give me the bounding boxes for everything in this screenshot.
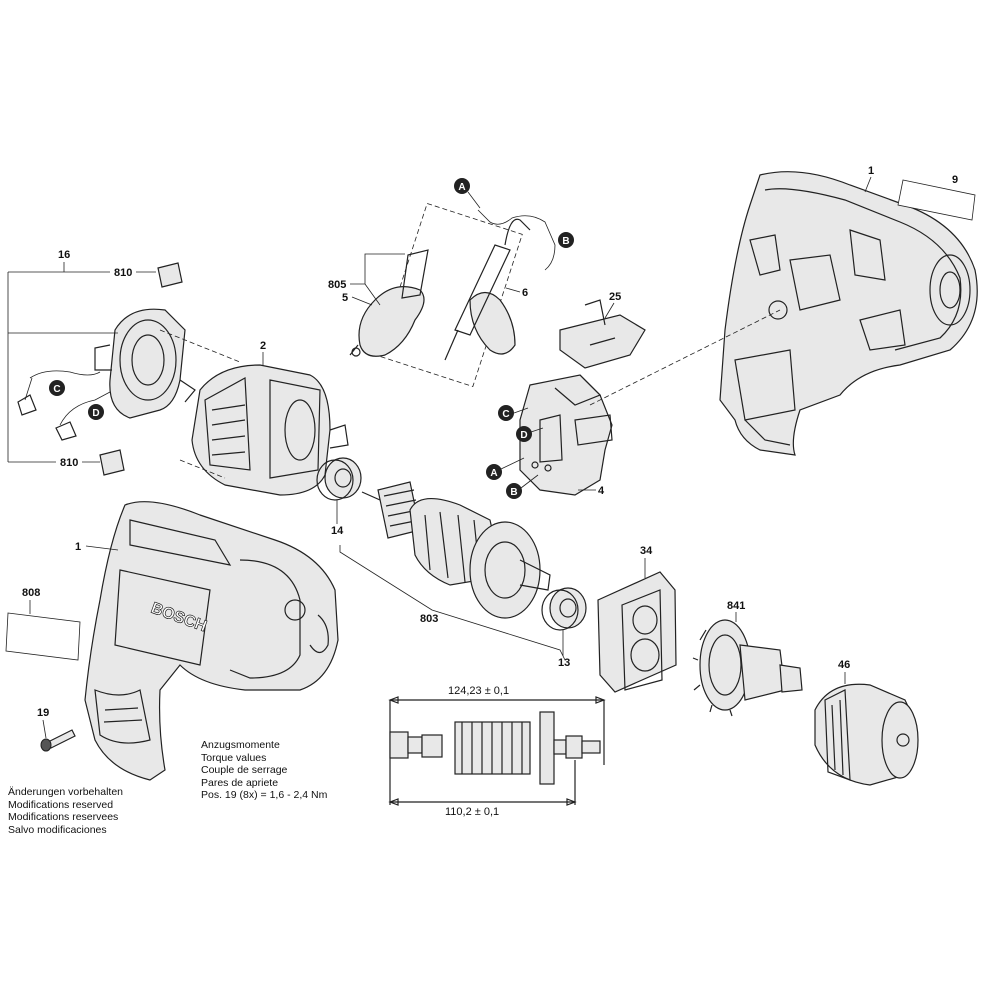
switch-lever-part-25 [559,299,646,369]
label-part-46: 46 [838,659,850,671]
bearing-part-14 [316,457,362,501]
svg-text:C: C [502,409,509,420]
torque-note-line: Pos. 19 (8x) = 1,6 - 2,4 Nm [201,789,328,801]
svg-text:D: D [520,430,527,441]
stator-field-part-2 [191,364,349,496]
label-part-9: 9 [952,174,958,186]
modifications-note-line: Modifications reservees [8,811,119,823]
part-808-label-tag [5,612,81,661]
label-part-4: 4 [598,485,605,497]
bearing-plate-part-34 [597,571,677,693]
connector-callout-a-switch: A [486,464,502,480]
svg-text:A: A [490,468,497,479]
brush-wire-d [59,391,111,426]
label-part-810-bottom: 810 [60,457,78,469]
torque-values-note: Anzugsmomente Torque values Couple de se… [201,739,327,802]
label-part-810-top: 810 [114,267,132,279]
torque-note-line: Pares de apriete [201,776,279,789]
label-part-34: 34 [640,545,653,557]
armature-dimension-drawing [388,696,606,806]
label-part-803: 803 [420,613,438,625]
bearing-part-13 [541,587,587,631]
modifications-note-line: Modifications reserved [8,798,114,811]
brush-wire-c [29,370,101,379]
brush-holder-part-16 [94,308,196,419]
dimension-overall-length: 124,23 ± 0,1 [448,685,509,697]
cable-grommet-part-5 [349,249,429,357]
armature-part-803 [361,481,551,619]
modifications-note-line: Salvo modificaciones [8,823,107,836]
cable-grommet-part-6 [444,218,531,361]
svg-text:B: B [510,487,517,498]
svg-text:C: C [53,384,60,395]
label-part-6: 6 [522,287,528,299]
gear-shaft-part-841 [692,619,803,717]
dimension-inner-length: 110,2 ± 0,1 [445,806,499,818]
connector-callout-b-top: B [558,232,574,248]
connector-callout-c-left: C [49,380,65,396]
chuck-part-46 [814,683,919,786]
connector-callout-d-switch: D [516,426,532,442]
connector-callout-b-switch: B [506,483,522,499]
label-part-19: 19 [37,707,49,719]
torque-note-line: Torque values [201,751,267,764]
cable-wire-a-b [477,209,556,271]
housing-half-right [719,171,978,456]
label-part-25: 25 [609,291,621,303]
connector-callout-a-top: A [454,178,470,194]
housing-half-left [84,501,339,781]
armature-bracket [339,545,566,661]
torque-note-line: Couple de serrage [201,764,288,776]
label-part-5: 5 [342,292,348,304]
label-part-16: 16 [58,249,70,261]
connector-callout-c-switch: C [498,405,514,421]
svg-text:A: A [458,182,465,193]
svg-text:B: B [562,236,569,247]
carbon-brush-810-top [157,262,183,288]
svg-text:D: D [92,408,99,419]
carbon-brush-810-bottom [99,449,125,476]
label-part-805: 805 [328,279,346,291]
label-part-14: 14 [331,525,344,537]
connector-callout-d-left: D [88,404,104,420]
label-part-2: 2 [260,340,266,352]
switch-part-4 [519,374,613,496]
modifications-note-line: Änderungen vorbehalten [8,786,124,798]
label-part-13: 13 [558,657,570,669]
label-part-808: 808 [22,587,40,599]
label-part-1-top: 1 [868,165,874,177]
label-part-1-left: 1 [75,541,81,553]
modifications-reserved-note: Änderungen vorbehalten Modifications res… [8,786,123,836]
label-part-841: 841 [727,600,745,612]
screw-part-19 [40,729,76,752]
torque-note-line: Anzugsmomente [201,739,280,751]
part-9-label-tag [897,179,976,221]
